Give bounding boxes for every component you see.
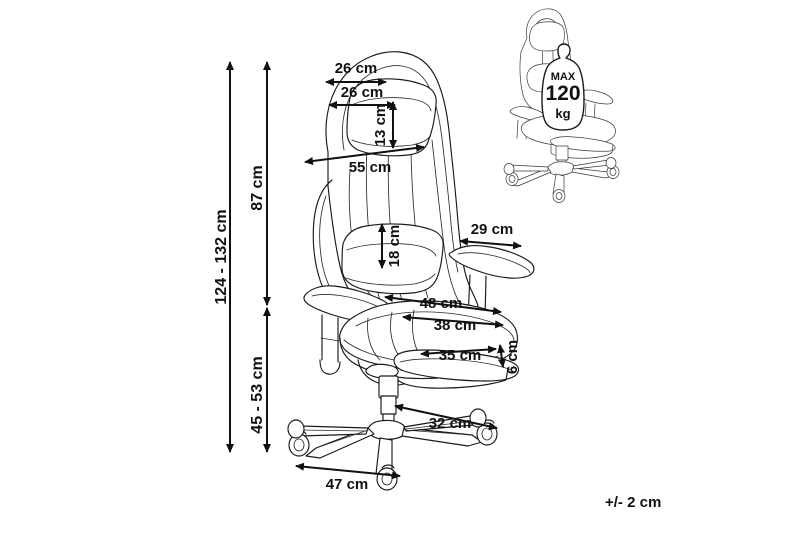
dimension-base-radius: 32 cm — [394, 403, 498, 432]
dimension-base-width: 47 cm — [295, 462, 401, 493]
label-lumbar-height: 18 cm — [386, 225, 403, 268]
label-base-radius: 32 cm — [429, 415, 472, 432]
label-total-height: 124 - 132 cm — [213, 209, 230, 304]
label-backrest-width: 55 cm — [349, 159, 392, 176]
gaming-chair-icon — [287, 51, 535, 491]
badge-max-label: MAX — [551, 71, 576, 83]
dimension-seat-height: 45 - 53 cm — [249, 307, 271, 453]
dimension-lumbar-height: 18 cm — [378, 223, 403, 269]
badge-value: 120 — [545, 82, 580, 105]
dimension-armrest-length: 29 cm — [459, 221, 522, 250]
label-footrest-length: 35 cm — [439, 347, 482, 364]
label-base-width: 47 cm — [326, 476, 369, 493]
label-seat-height: 45 - 53 cm — [249, 356, 266, 433]
dimension-seat-depth-outer: 48 cm — [384, 294, 502, 315]
dimension-total-height: 124 - 132 cm — [213, 61, 234, 453]
dimension-headrest-pillow-width: 26 cm — [328, 84, 396, 109]
weight-capacity-badge: MAX 120 kg — [541, 43, 585, 131]
label-headrest-pillow-width: 26 cm — [341, 84, 384, 101]
dimension-headrest-width: 26 cm — [325, 60, 387, 86]
label-backrest-height: 87 cm — [249, 165, 266, 210]
dimension-footrest-length: 35 cm — [420, 345, 497, 364]
dimension-headrest-pillow-height: 13 cm — [372, 101, 397, 149]
dimension-backrest-width: 55 cm — [304, 144, 425, 176]
dimension-footrest-thickness: 6 cm — [497, 340, 521, 374]
label-seat-depth-outer: 48 cm — [420, 295, 463, 312]
tolerance-note: +/- 2 cm — [605, 494, 661, 511]
dimension-backrest-height: 87 cm — [249, 61, 271, 306]
label-footrest-thickness: 6 cm — [504, 340, 521, 374]
badge-unit: kg — [555, 106, 570, 121]
label-headrest-pillow-height: 13 cm — [372, 104, 389, 147]
label-seat-depth-inner: 38 cm — [434, 317, 477, 334]
label-armrest-length: 29 cm — [471, 221, 514, 238]
label-headrest-width: 26 cm — [335, 60, 378, 77]
dimension-seat-depth-inner: 38 cm — [402, 313, 504, 334]
